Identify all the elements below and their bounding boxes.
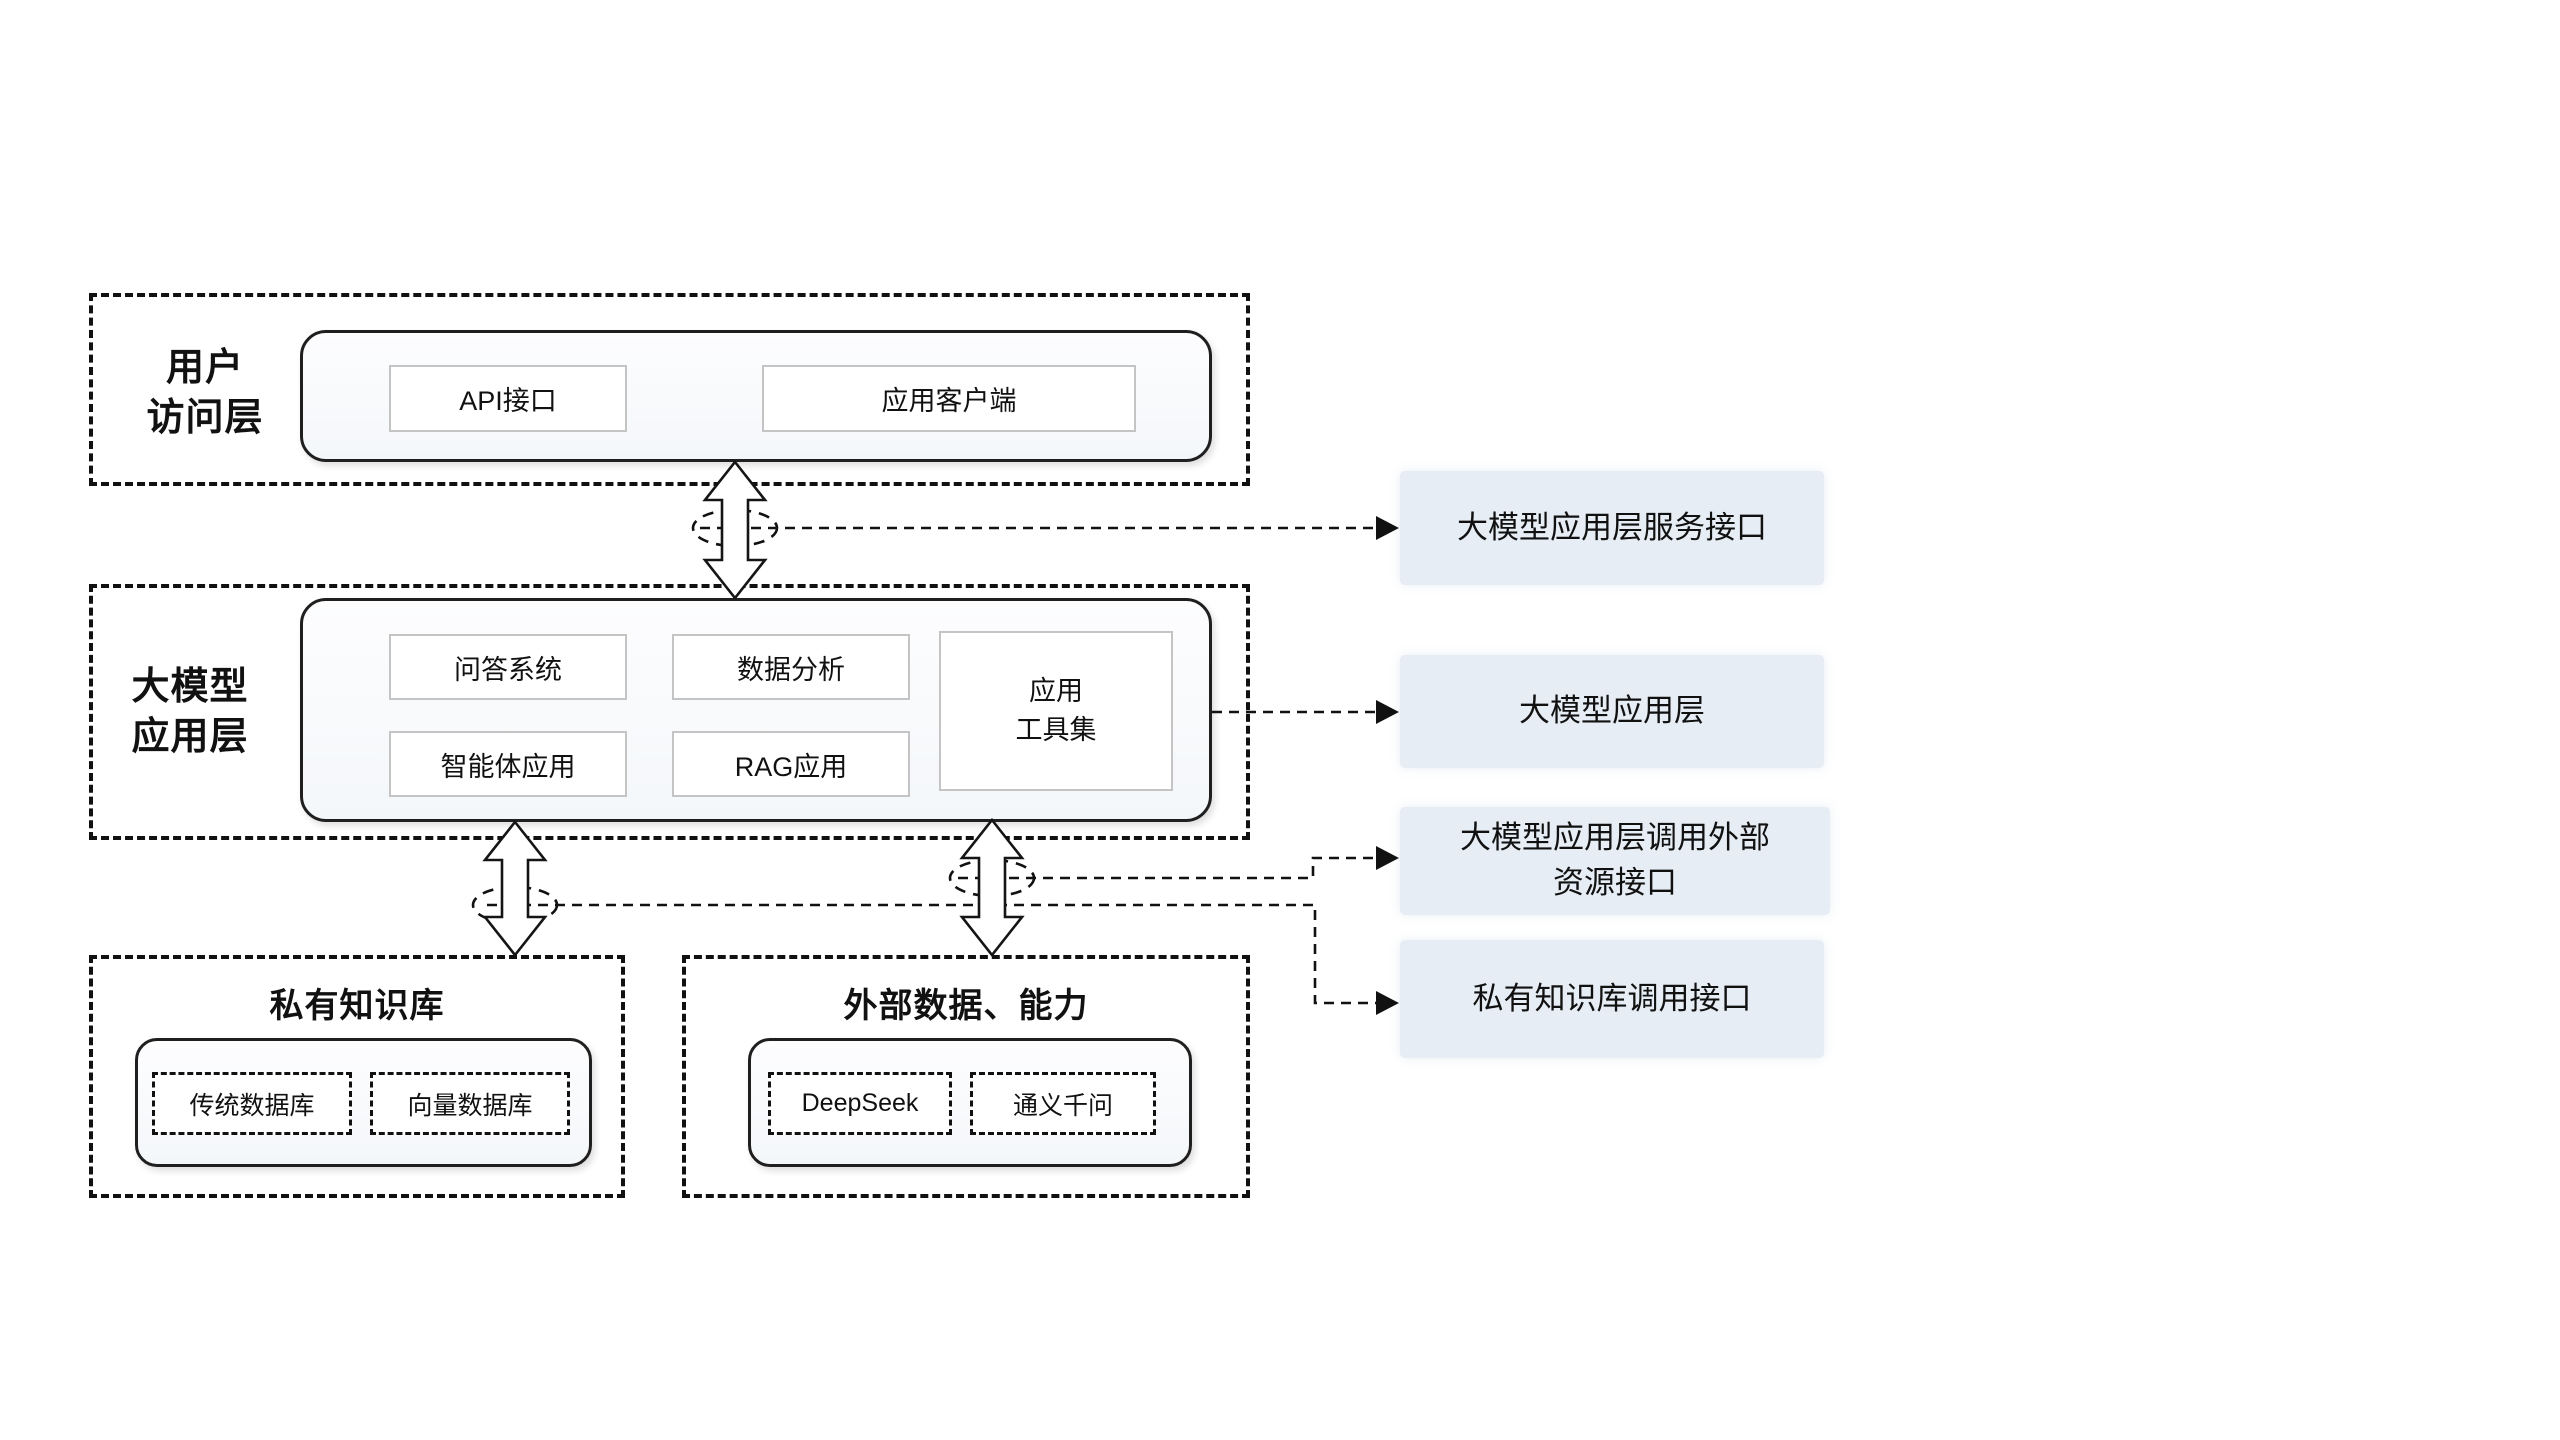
app-layer-label-text: 大模型应用层	[1519, 693, 1705, 729]
arrowhead-icon	[1376, 991, 1399, 1015]
toolset-label-line: 应用	[1029, 675, 1083, 706]
app-layer-label: 大模型应用层	[1400, 655, 1824, 768]
external-resource-label-line: 大模型应用层调用外部	[1460, 820, 1770, 856]
llm-app-layer-label: 大模型 应用层	[85, 662, 295, 762]
service-interface-label-text: 大模型应用层服务接口	[1457, 509, 1767, 545]
layer-label-line: 用户	[165, 347, 244, 389]
qwen-box-label: 通义千问	[1012, 1091, 1113, 1120]
app-toolset-box: 应用 工具集	[939, 631, 1173, 791]
layer-label-line: 应用层	[131, 716, 249, 759]
agent-app-box-label: 智能体应用	[440, 751, 576, 782]
private-kb-interface-label: 私有知识库调用接口	[1400, 940, 1824, 1058]
data-analysis-box: 数据分析	[672, 634, 910, 700]
data-analysis-box-label: 数据分析	[737, 654, 845, 685]
service-interface-label: 大模型应用层服务接口	[1400, 471, 1824, 585]
api-interface-box-label: API接口	[459, 386, 557, 416]
agent-app-box: 智能体应用	[389, 731, 627, 797]
arrowhead-icon	[1376, 846, 1399, 870]
qwen-box: 通义千问	[970, 1072, 1156, 1135]
private-kb-title: 私有知识库	[269, 987, 445, 1025]
private-kb-box	[89, 955, 625, 1198]
double-arrow-icon	[482, 819, 548, 958]
arrowhead-icon	[1376, 700, 1399, 724]
traditional-db-box-label: 传统数据库	[189, 1091, 315, 1120]
qa-system-box: 问答系统	[389, 634, 627, 700]
private-kb-interface-label-text: 私有知识库调用接口	[1472, 980, 1752, 1016]
app-client-box-label: 应用客户端	[881, 386, 1017, 416]
deepseek-box: DeepSeek	[768, 1072, 952, 1135]
dashed-connector-external-resource	[958, 856, 1378, 880]
external-resource-interface-label: 大模型应用层调用外部 资源接口	[1400, 807, 1830, 915]
app-toolset-box-label: 应用 工具集	[1016, 672, 1097, 750]
dashed-ellipse-hop	[691, 508, 779, 548]
arrowhead-icon	[1376, 516, 1399, 540]
toolset-label-line: 工具集	[1015, 715, 1097, 745]
user-access-layer-label: 用户 访问层	[100, 343, 310, 443]
double-arrow-icon	[959, 817, 1025, 958]
dashed-ellipse-hop	[471, 885, 559, 925]
rag-app-box-label: RAG应用	[734, 751, 848, 782]
vector-db-box: 向量数据库	[370, 1072, 570, 1135]
app-client-box: 应用客户端	[762, 365, 1136, 432]
layer-label-line: 大模型	[131, 666, 249, 708]
deepseek-box-label: DeepSeek	[801, 1089, 919, 1117]
api-interface-box: API接口	[389, 365, 627, 432]
qa-system-box-label: 问答系统	[454, 654, 562, 685]
user-access-layer-box	[89, 293, 1250, 486]
external-resource-label-line: 资源接口	[1553, 865, 1677, 900]
vector-db-box-label: 向量数据库	[407, 1091, 533, 1120]
rag-app-box: RAG应用	[672, 731, 910, 797]
external-data-title: 外部数据、能力	[843, 987, 1089, 1025]
traditional-db-box: 传统数据库	[152, 1072, 352, 1135]
dashed-ellipse-hop	[948, 858, 1036, 898]
layer-label-line: 访问层	[146, 397, 264, 440]
